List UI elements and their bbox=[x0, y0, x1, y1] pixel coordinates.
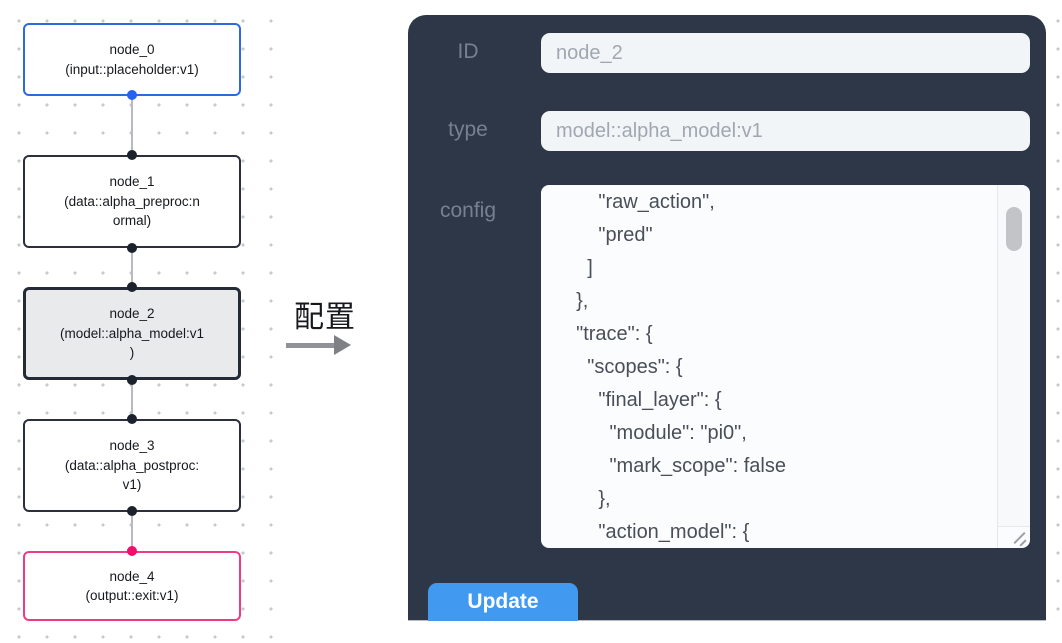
node-label-3: node_3 (data::alpha_postproc: v1) bbox=[64, 438, 200, 493]
config-scrollbar-track[interactable] bbox=[997, 185, 1030, 526]
config-editor[interactable]: "raw_action", "pred" ] }, "trace": { "sc… bbox=[541, 185, 1030, 548]
type-label: type bbox=[448, 118, 488, 141]
edge-segment-3-4 bbox=[131, 511, 133, 551]
port-node3-out[interactable] bbox=[127, 506, 137, 516]
arrow-head bbox=[334, 335, 351, 355]
id-label: ID bbox=[457, 40, 479, 63]
flow-node-2-selected[interactable]: node_2 (model::alpha_model:v1 ) bbox=[23, 287, 241, 380]
node-label-4: node_4 (output::exit:v1) bbox=[85, 568, 179, 604]
port-node1-out[interactable] bbox=[127, 243, 137, 253]
type-input[interactable] bbox=[541, 111, 1030, 151]
port-node2-out[interactable] bbox=[127, 375, 137, 385]
edge-segment-0-1 bbox=[131, 95, 133, 155]
node-label-2: node_2 (model::alpha_model:v1 ) bbox=[59, 306, 205, 361]
edge-segment-1-2 bbox=[131, 248, 133, 287]
config-panel: ID type config "raw_action", "pred" ] },… bbox=[408, 15, 1046, 621]
port-node2-in[interactable] bbox=[127, 282, 137, 292]
config-annotation-label: 配置 bbox=[294, 301, 356, 334]
resize-handle-icon[interactable] bbox=[997, 526, 1030, 548]
flow-node-4[interactable]: node_4 (output::exit:v1) bbox=[23, 551, 241, 621]
config-json-text[interactable]: "raw_action", "pred" ] }, "trace": { "sc… bbox=[576, 191, 786, 543]
port-node3-in[interactable] bbox=[127, 414, 137, 424]
edge-segment-2-3 bbox=[131, 380, 133, 419]
node-label-0: node_0 (input::placeholder:v1) bbox=[65, 42, 199, 77]
port-node1-in[interactable] bbox=[127, 150, 137, 160]
config-label: config bbox=[439, 199, 497, 222]
flow-node-0[interactable]: node_0 (input::placeholder:v1) bbox=[23, 23, 241, 96]
config-scrollbar-thumb[interactable] bbox=[1006, 207, 1022, 251]
port-node0-out[interactable] bbox=[127, 90, 137, 100]
node-label-1: node_1 (data::alpha_preproc:n ormal) bbox=[64, 174, 200, 229]
id-input[interactable] bbox=[541, 33, 1030, 73]
port-node4-in[interactable] bbox=[127, 546, 137, 556]
flow-node-3[interactable]: node_3 (data::alpha_postproc: v1) bbox=[23, 419, 241, 512]
arrow-shaft bbox=[286, 343, 336, 348]
flow-node-1[interactable]: node_1 (data::alpha_preproc:n ormal) bbox=[23, 155, 241, 248]
config-arrow-icon bbox=[286, 334, 352, 356]
update-button[interactable]: Update bbox=[428, 583, 578, 621]
